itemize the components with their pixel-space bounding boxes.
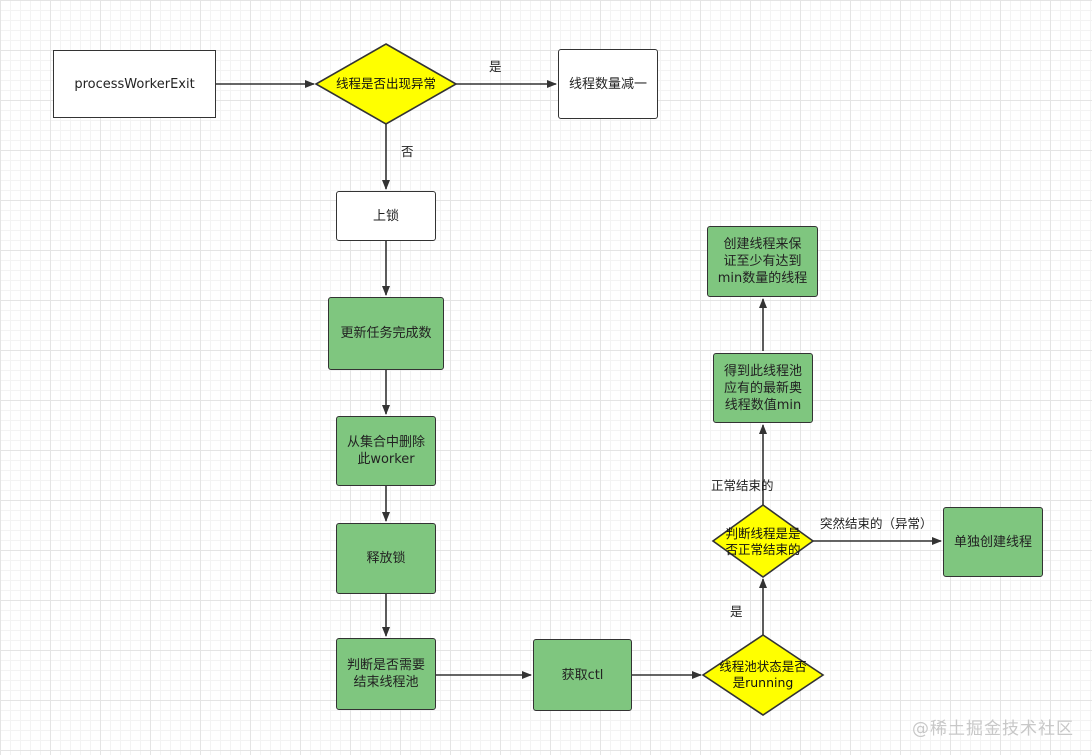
node-get-min-line-1: 得到此线程池 — [723, 363, 802, 379]
edge-label-normal-end: 正常结束的 — [711, 478, 774, 493]
diamond-is-running-line-2: 是running — [732, 675, 794, 690]
diamond-is-running-line-1: 线程池状态是否 — [719, 659, 807, 674]
node-get-min-line-3: 线程数值min — [724, 397, 802, 413]
node-lock-label: 上锁 — [372, 208, 399, 224]
node-create-min-line-3: min数量的线程 — [717, 271, 808, 286]
node-decrement-count-label: 线程数量减一 — [568, 76, 647, 92]
node-need-end-pool-line-1: 判断是否需要 — [346, 658, 425, 673]
node-release-lock: 释放锁 — [336, 523, 436, 594]
diamond-is-normal-end-line-1: 判断线程是是 — [725, 526, 801, 541]
node-remove-worker: 从集合中删除 此worker — [336, 416, 436, 486]
edge-label-yes-running: 是 — [730, 604, 743, 619]
node-create-min-line-1: 创建线程来保 — [723, 237, 802, 252]
node-lock: 上锁 — [336, 191, 436, 241]
node-create-min: 创建线程来保 证至少有达到 min数量的线程 — [707, 226, 818, 297]
node-create-alone-label: 单独创建线程 — [953, 534, 1032, 550]
node-remove-worker-line-2: 此worker — [357, 452, 415, 467]
diamond-is-normal-end — [711, 504, 815, 578]
edge-label-no-top: 否 — [401, 144, 414, 159]
diamond-is-normal-end-label: 判断线程是是 否正常结束的 — [703, 526, 823, 558]
node-update-completed: 更新任务完成数 — [328, 297, 444, 370]
node-get-ctl: 获取ctl — [533, 639, 632, 711]
node-release-lock-label: 释放锁 — [366, 551, 406, 566]
node-get-min-line-2: 应有的最新奥 — [723, 380, 802, 396]
node-create-alone: 单独创建线程 — [943, 507, 1043, 577]
node-process-worker-exit-label: processWorkerExit — [74, 76, 195, 92]
watermark: @稀土掘金技术社区 — [912, 719, 1074, 739]
node-get-min: 得到此线程池 应有的最新奥 线程数值min — [713, 353, 813, 423]
node-process-worker-exit: processWorkerExit — [53, 50, 216, 118]
edge-label-sudden-end: 突然结束的（异常） — [820, 516, 933, 531]
node-update-completed-label: 更新任务完成数 — [340, 326, 432, 341]
node-create-min-line-2: 证至少有达到 — [723, 254, 802, 269]
diamond-is-normal-end-line-2: 否正常结束的 — [725, 542, 801, 557]
node-get-ctl-label: 获取ctl — [561, 667, 604, 683]
node-remove-worker-line-1: 从集合中删除 — [346, 435, 425, 450]
edge-label-yes-top: 是 — [489, 59, 502, 74]
diamond-is-exception-label: 线程是否出现异常 — [335, 76, 436, 91]
node-need-end-pool-line-2: 结束线程池 — [353, 675, 419, 690]
diamond-is-running-label: 线程池状态是否 是running — [703, 659, 823, 691]
node-need-end-pool: 判断是否需要 结束线程池 — [336, 638, 436, 710]
node-decrement-count: 线程数量减一 — [558, 49, 658, 119]
diamond-is-running — [701, 634, 825, 716]
